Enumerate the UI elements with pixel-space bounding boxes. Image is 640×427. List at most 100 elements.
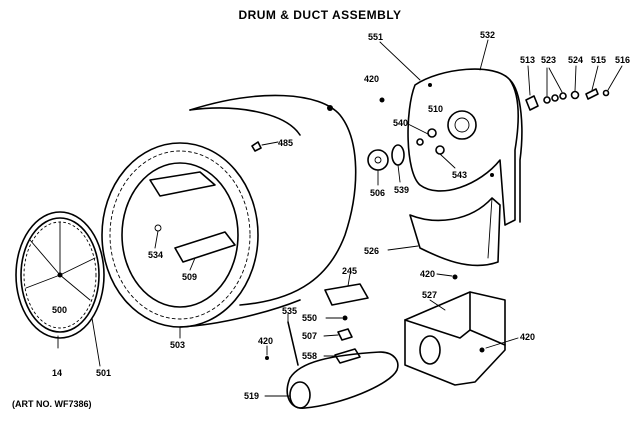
drum-baffle-509 (174, 231, 236, 263)
leader-245 (347, 273, 351, 287)
label-532: 532 (480, 30, 495, 40)
part-540 (416, 138, 424, 146)
bulkhead-rivet (428, 83, 432, 87)
label-535: 535 (282, 306, 297, 316)
part-524 (570, 90, 580, 100)
leader-551 (379, 41, 421, 81)
door-spoke (59, 274, 91, 301)
housing-port (419, 335, 441, 365)
leader-532 (479, 39, 489, 71)
leader-539 (397, 164, 401, 183)
washer-523c (559, 92, 567, 100)
washer-523b (551, 94, 559, 102)
label-527: 527 (422, 290, 437, 300)
washer-506-hole (374, 156, 382, 164)
part-510 (427, 128, 437, 138)
leader-509 (189, 257, 196, 271)
bulkhead-rivet (490, 173, 494, 177)
leader-540 (407, 123, 429, 135)
label-245: 245 (342, 266, 357, 276)
screw-550 (342, 315, 348, 321)
door-spoke (29, 239, 61, 276)
label-513: 513 (520, 55, 535, 65)
leader-515 (591, 65, 599, 91)
bearing-parts (367, 97, 456, 186)
right-hardware (525, 65, 623, 111)
label-420d: 420 (258, 336, 273, 346)
label-550: 550 (302, 313, 317, 323)
leader-526 (387, 245, 419, 251)
duct-526-body (409, 197, 501, 267)
clip-515 (585, 88, 599, 100)
label-558: 558 (302, 351, 317, 361)
part-543 (435, 145, 445, 155)
label-509: 509 (182, 272, 197, 282)
label-500: 500 (52, 305, 67, 315)
screw-420d (265, 356, 269, 360)
label-420c: 420 (520, 332, 535, 342)
screw-420a (379, 97, 385, 103)
part-558 (334, 348, 361, 364)
label-516: 516 (615, 55, 630, 65)
drum-front-face (101, 142, 259, 328)
label-543: 543 (452, 170, 467, 180)
label-523: 523 (541, 55, 556, 65)
drum-baffle-top (149, 171, 216, 197)
door-spoke (25, 274, 61, 289)
label-524: 524 (568, 55, 583, 65)
leader-534 (154, 230, 159, 249)
blower-housing-527 (404, 291, 519, 386)
leader-485 (261, 141, 279, 146)
housing-top-edge (404, 319, 471, 339)
door-ring-inner (20, 217, 100, 333)
label-540: 540 (393, 118, 408, 128)
label-501: 501 (96, 368, 111, 378)
leader-501 (91, 317, 101, 367)
part-507 (337, 328, 353, 341)
duct-526 (387, 197, 501, 280)
leader-543 (439, 153, 456, 169)
label-526: 526 (364, 246, 379, 256)
label-515: 515 (591, 55, 606, 65)
diagram-title: DRUM & DUCT ASSEMBLY (238, 8, 402, 22)
art-number: (ART NO. WF7386) (12, 399, 92, 409)
drum-bottom-edge (179, 299, 301, 328)
bulkhead-plate (407, 68, 520, 226)
housing-edge (469, 291, 506, 346)
label-485: 485 (278, 138, 293, 148)
drum (101, 94, 357, 339)
bracket-513 (525, 95, 539, 111)
drum-top-edge (189, 107, 301, 136)
leader-527 (429, 299, 446, 311)
housing-body (404, 291, 506, 386)
label-534: 534 (148, 250, 163, 260)
heater-end-cap (289, 381, 311, 409)
leader-523 (548, 67, 563, 93)
leader-507 (323, 334, 339, 337)
label-14: 14 (52, 368, 62, 378)
leader-420c (485, 337, 519, 349)
door-ring-outer (15, 211, 105, 339)
heater-assembly (264, 313, 399, 409)
label-539: 539 (394, 185, 409, 195)
door-spoke (59, 257, 96, 276)
label-507: 507 (302, 331, 317, 341)
drum-front-seam (109, 150, 251, 320)
label-420a: 420 (364, 74, 379, 84)
bearing-539 (391, 144, 405, 166)
label-503: 503 (170, 340, 185, 350)
leader-420b (436, 273, 453, 277)
drum-back-rim (189, 94, 357, 306)
screw-420b (452, 274, 458, 280)
bulkhead-hub-inner (454, 117, 470, 133)
washer-523a (543, 96, 551, 104)
duct-526-edge (487, 197, 493, 259)
part-516 (602, 89, 610, 97)
screw-420c (479, 347, 485, 353)
part-labels: 551 532 513 523 524 515 516 420 510 540 … (52, 30, 630, 401)
drum-front-opening (121, 162, 239, 308)
probe-535 (287, 321, 299, 366)
bulkhead-flange (509, 79, 523, 223)
drum-fastener-485 (251, 141, 262, 152)
